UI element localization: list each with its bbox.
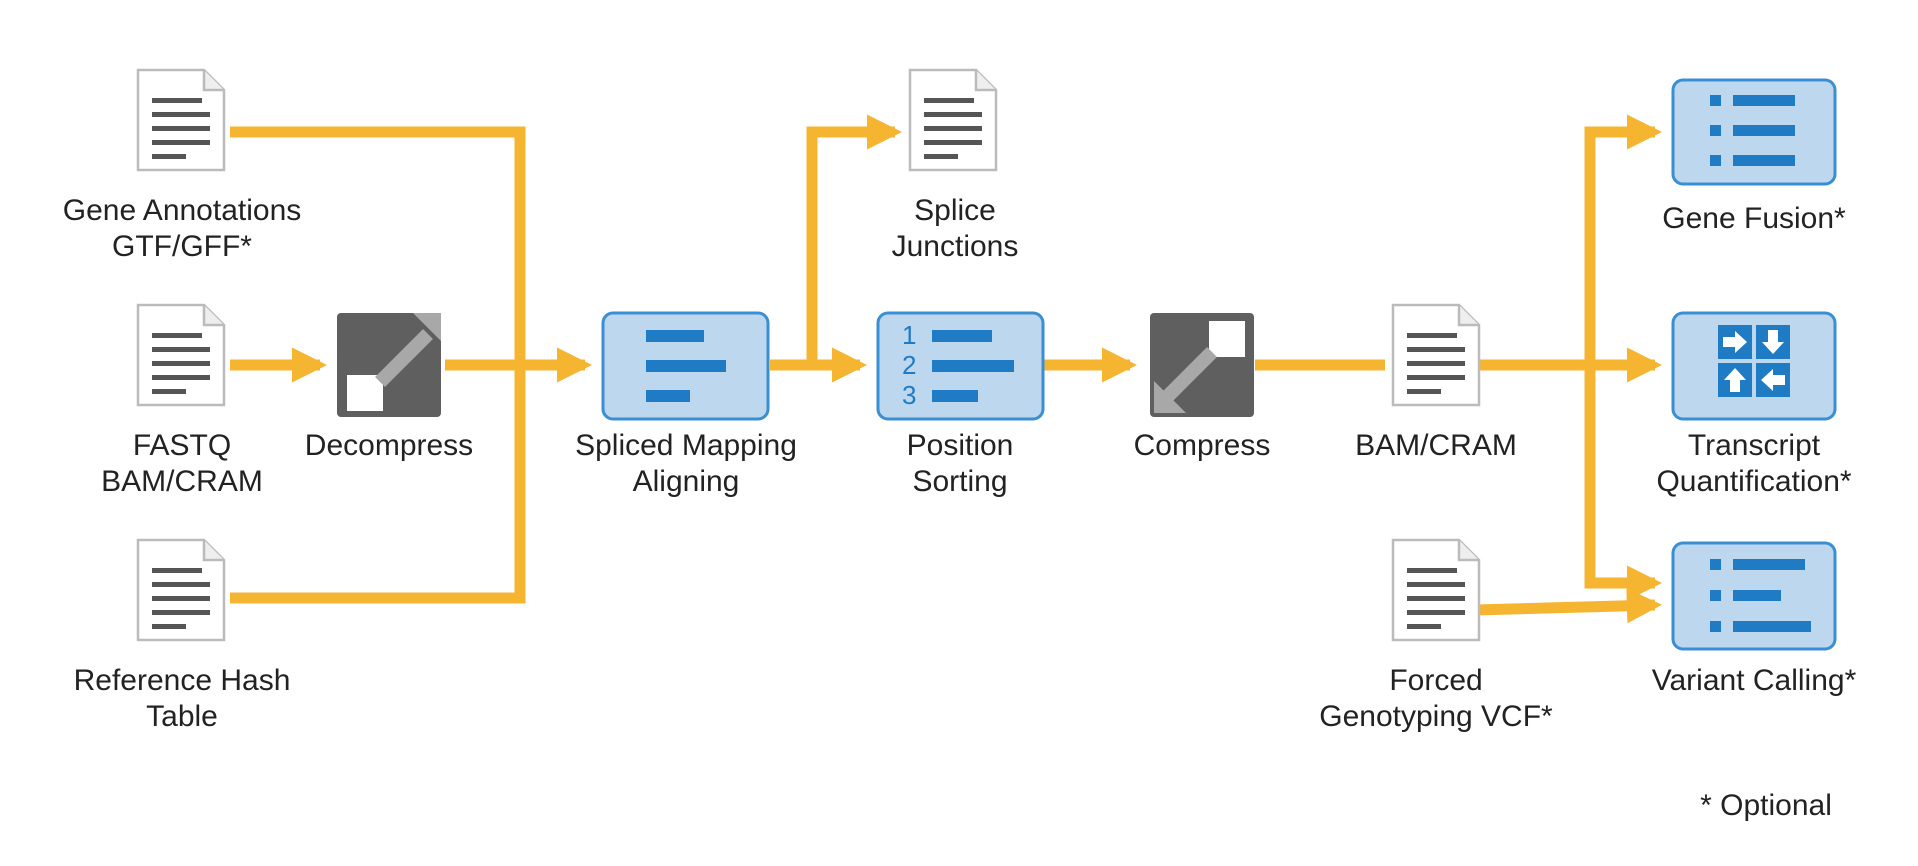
input-gene-annotations: Gene Annotations GTF/GFF*: [63, 68, 302, 263]
output-bam-cram: BAM/CRAM: [1355, 303, 1517, 462]
transfer-arrows-icon: [1671, 311, 1837, 421]
output-gene-fusion: Gene Fusion*: [1662, 78, 1846, 235]
position-sorting-label-2: Sorting: [912, 465, 1007, 498]
transcript-quant-label-1: Transcript: [1688, 429, 1821, 462]
bam-cram-label: BAM/CRAM: [1355, 429, 1517, 462]
forced-genotyping-label-1: Forced: [1389, 664, 1482, 697]
input-reference-hash: Reference Hash Table: [74, 538, 291, 733]
output-splice-junctions: Splice Junctions: [892, 68, 1019, 263]
input-forced-genotyping: Forced Genotyping VCF*: [1319, 538, 1553, 733]
splice-junctions-label-2: Junctions: [892, 230, 1019, 263]
step-position-sorting: 1 2 3 Position Sorting: [876, 311, 1045, 498]
document-icon: [136, 68, 226, 172]
fastq-label-1: FASTQ: [133, 429, 231, 462]
connector-hash-merge: [230, 365, 526, 604]
optional-footnote: * Optional: [1700, 789, 1832, 822]
output-transcript-quant: Transcript Quantification*: [1656, 311, 1852, 498]
document-icon: [1391, 538, 1481, 642]
flow-connectors: [230, 114, 1663, 624]
spliced-mapping-label-2: Aligning: [633, 465, 740, 498]
position-sorting-label-1: Position: [907, 429, 1014, 462]
gene-fusion-label: Gene Fusion*: [1662, 202, 1846, 235]
transcript-quant-label-2: Quantification*: [1656, 465, 1851, 498]
connector-mapping-junctions: [806, 114, 903, 365]
forced-genotyping-label-2: Genotyping VCF*: [1319, 700, 1553, 733]
input-fastq: FASTQ BAM/CRAM: [101, 303, 263, 498]
decompress-label: Decompress: [305, 429, 473, 462]
decompress-icon: [337, 313, 441, 417]
step-decompress: Decompress: [305, 313, 473, 462]
variant-calling-label: Variant Calling*: [1652, 664, 1857, 697]
output-variant-calling: Variant Calling*: [1652, 541, 1857, 697]
sort-number-2: 2: [902, 350, 916, 380]
document-icon: [908, 68, 998, 172]
document-icon: [136, 303, 226, 407]
connector-vcf-variant: [1474, 588, 1663, 624]
splice-junctions-label-1: Splice: [914, 194, 996, 227]
compress-label: Compress: [1134, 429, 1271, 462]
document-icon: [1391, 303, 1481, 407]
sort-number-1: 1: [902, 320, 916, 350]
reference-hash-label-2: Table: [146, 700, 218, 733]
document-icon: [136, 538, 226, 642]
sort-number-3: 3: [902, 380, 916, 410]
spliced-mapping-label-1: Spliced Mapping: [575, 429, 797, 462]
connector-bam-fusion: [1584, 114, 1663, 365]
step-compress: Compress: [1134, 313, 1271, 462]
connector-bam-variant: [1584, 365, 1663, 601]
connector-annotations-merge: [230, 126, 526, 365]
compress-icon: [1150, 313, 1254, 417]
gene-annotations-label-2: GTF/GFF*: [112, 230, 252, 263]
reference-hash-label-1: Reference Hash: [74, 664, 291, 697]
fastq-label-2: BAM/CRAM: [101, 465, 263, 498]
step-spliced-mapping: Spliced Mapping Aligning: [575, 311, 797, 498]
gene-annotations-label-1: Gene Annotations: [63, 194, 302, 227]
